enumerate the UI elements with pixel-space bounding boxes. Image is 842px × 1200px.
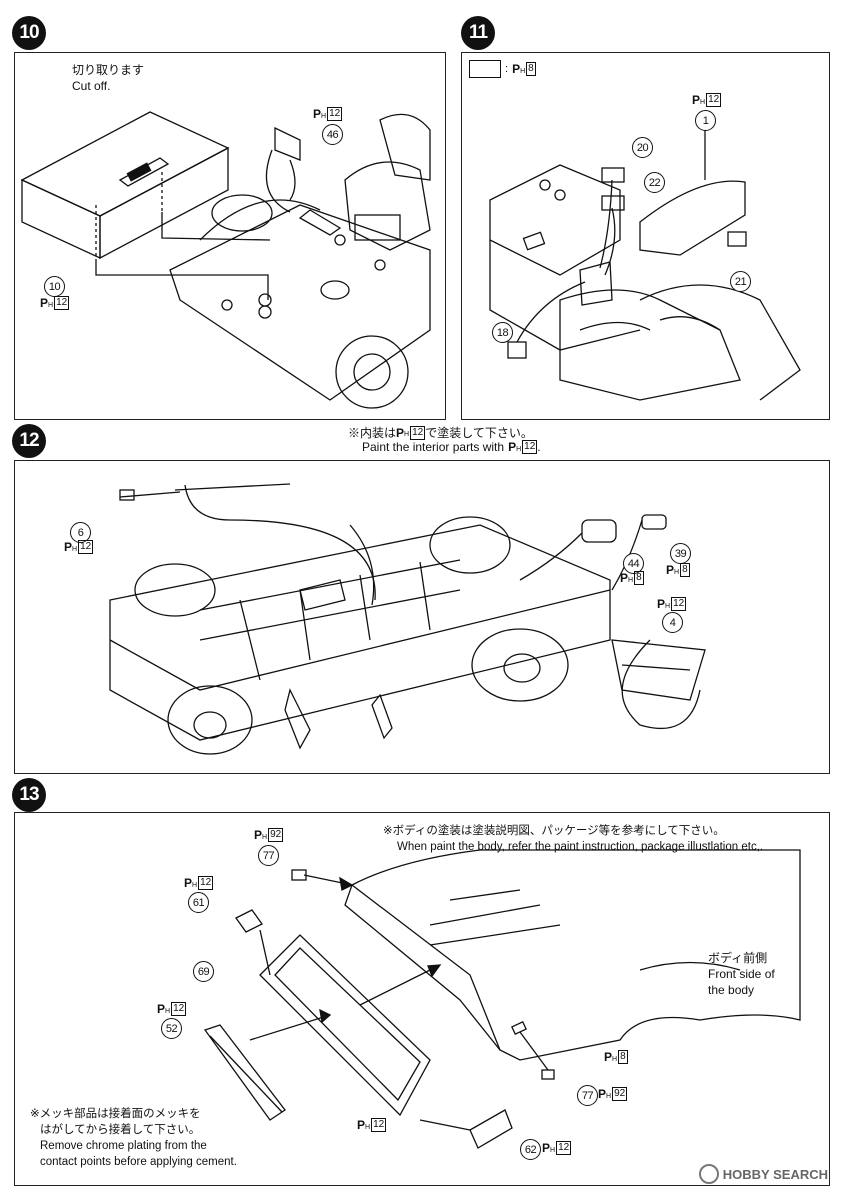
floor-pan-step10 xyxy=(169,113,431,409)
front-side-en-1: Front side of xyxy=(708,967,775,981)
callout-part-6: 6 xyxy=(70,522,91,543)
body-paint-note-en: When paint the body, refer the paint ins… xyxy=(397,841,764,853)
callout-part-10: 10 xyxy=(44,276,65,297)
chrome-note-jp-2: はがしてから接着して下さい。 xyxy=(40,1124,201,1136)
front-side-en-2: the body xyxy=(708,983,755,997)
step-number-10: 10 xyxy=(12,16,46,50)
front-side-jp: ボディ前側 xyxy=(708,951,768,965)
callout-part-69: 69 xyxy=(193,961,214,982)
cut-off-note-en: Cut off. xyxy=(72,79,111,93)
callout-part-61: 61 xyxy=(188,892,209,913)
callout-part-18: 18 xyxy=(492,322,513,343)
callout-part-46: 46 xyxy=(322,124,343,145)
step-number-11: 11 xyxy=(461,16,495,50)
cut-off-note-jp: 切り取ります xyxy=(72,63,145,77)
body-paint-note-jp: ※ボディの塗装は塗装説明図、パッケージ等を参考にして下さい。 xyxy=(383,825,725,837)
chrome-note-en-1: Remove chrome plating from the xyxy=(40,1140,207,1152)
watermark-logo-icon xyxy=(698,1164,719,1184)
callout-part-77a: 77 xyxy=(258,845,279,866)
callout-part-21: 21 xyxy=(730,271,751,292)
dashboard-part-10 xyxy=(20,111,271,300)
chrome-note-en-2: contact points before applying cement. xyxy=(40,1156,237,1168)
callout-part-44: 44 xyxy=(623,553,644,574)
body-step13 xyxy=(203,849,801,1149)
callout-part-22: 22 xyxy=(644,172,665,193)
callout-part-39: 39 xyxy=(670,543,691,564)
step-number-12: 12 xyxy=(12,424,46,458)
watermark: HOBBY SEARCH xyxy=(698,1164,828,1184)
callout-part-52: 52 xyxy=(161,1018,182,1039)
step-13-panel xyxy=(14,812,830,1186)
step-11-panel xyxy=(461,52,830,420)
step-number-13: 13 xyxy=(12,778,46,812)
interior-step11 xyxy=(489,125,801,401)
callout-part-20: 20 xyxy=(632,137,653,158)
step-10-panel xyxy=(14,52,446,420)
step-12-panel xyxy=(14,460,830,774)
callout-part-4: 4 xyxy=(662,612,683,633)
chassis-step12 xyxy=(109,483,706,755)
chrome-note-jp-1: ※メッキ部品は接着面のメッキを xyxy=(30,1108,201,1120)
callout-part-77b: 77 xyxy=(577,1085,598,1106)
paint-legend-swatch xyxy=(469,60,501,78)
callout-part-62: 62 xyxy=(520,1139,541,1160)
callout-part-1: 1 xyxy=(695,110,716,131)
